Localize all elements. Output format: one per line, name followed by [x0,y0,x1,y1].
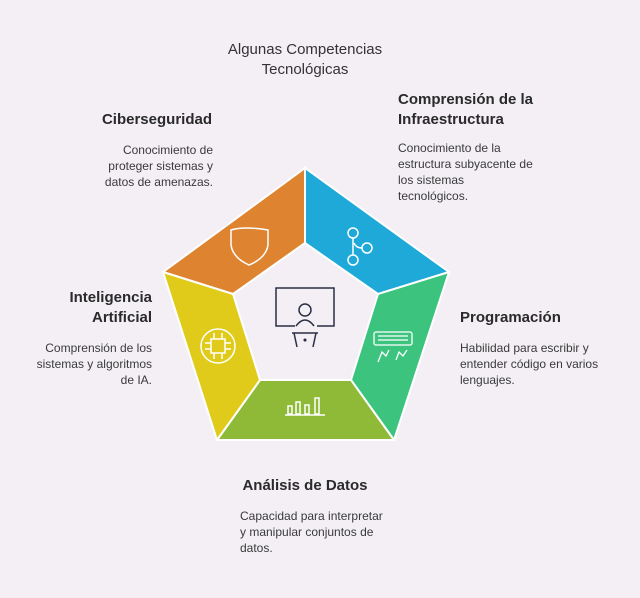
desc-datos: Capacidad para interpretar y manipular c… [240,509,383,555]
desc-infraestructura: Conocimiento de la estructura subyacente… [398,141,533,203]
bar-chart-icon [285,397,325,416]
branch-icon [347,227,373,266]
heading-infraestructura: Comprensión de la Infraestructura [398,91,534,128]
desc-ciberseguridad: Conocimiento de proteger sistemas y dato… [104,143,213,189]
diagram-title: Algunas Competencias Tecnológicas [227,41,383,78]
heading-ia: Inteligencia Artificial [69,289,152,326]
desc-programacion: Habilidad para escribir y entender códig… [460,341,599,387]
presenter-icon [275,287,335,348]
heading-ciberseguridad: Ciberseguridad [101,111,212,128]
heading-programacion: Programación [460,309,561,326]
keyboard-hands-icon [373,331,413,363]
segment-ia [161,270,262,443]
ai-brain-chip-icon [200,328,236,364]
heading-datos: Análisis de Datos [242,477,368,494]
shield-icon [230,227,269,266]
desc-ia: Comprensión de los sistemas y algoritmos… [36,341,152,387]
